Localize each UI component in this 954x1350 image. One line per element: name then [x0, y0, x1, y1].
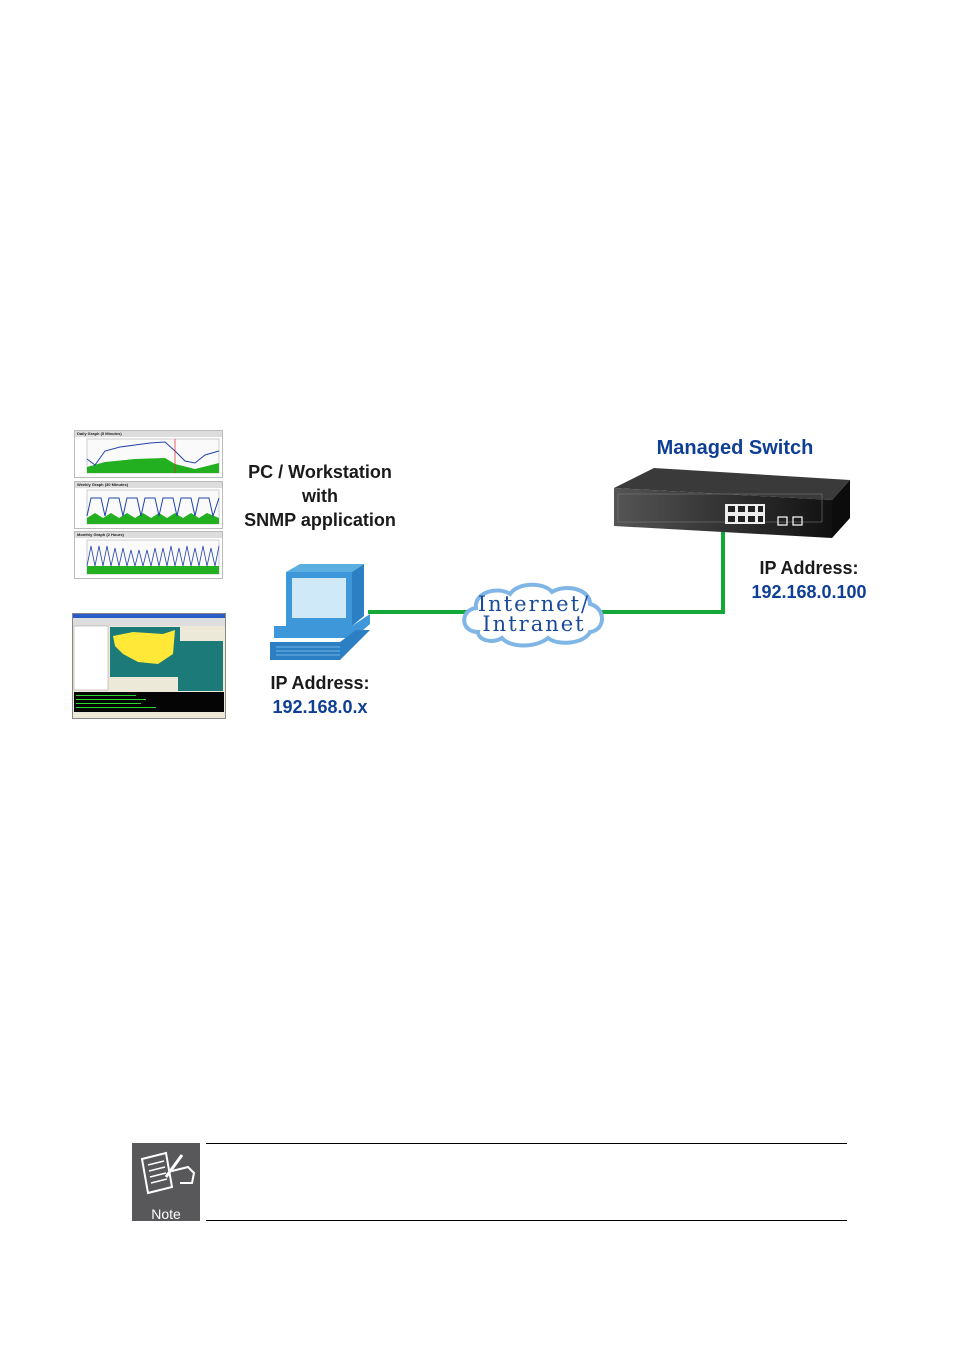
cloud-switch-link — [596, 530, 725, 614]
note-top-rule — [206, 1143, 847, 1144]
note-bottom-rule — [206, 1220, 847, 1221]
cloud-icon — [462, 582, 604, 648]
weekly-graph-thumbnail: Weekly Graph (30 Minutes) — [74, 481, 223, 529]
daily-graph-plot — [86, 438, 220, 474]
pc-ip-block: IP Address: 192.168.0.x — [240, 671, 400, 719]
weekly-graph-plot — [86, 489, 220, 525]
pc-ip-label: IP Address: — [270, 673, 370, 693]
note-pencil-icon — [140, 1151, 196, 1195]
note-label: Note — [151, 1206, 181, 1222]
pc-title-line: with — [302, 486, 338, 506]
cloud-label-line: Intranet — [482, 612, 586, 636]
switch-ip-label: IP Address: — [759, 558, 859, 578]
switch-title: Managed Switch — [656, 437, 814, 459]
cloud-label-line: Internet/ — [477, 592, 591, 616]
cloud-label: Internet/ Intranet — [470, 592, 598, 636]
desktop-computer-icon — [270, 564, 370, 660]
network-switch-icon — [614, 468, 850, 538]
pc-title-line: PC / Workstation — [248, 462, 392, 482]
pc-title: PC / Workstation with SNMP application — [230, 460, 410, 532]
note-badge: Note — [132, 1143, 200, 1222]
pc-ip-value: 192.168.0.x — [272, 697, 368, 717]
monthly-graph-plot — [86, 539, 220, 575]
pc-title-line: SNMP application — [244, 510, 396, 530]
graph-title: Weekly Graph (30 Minutes) — [75, 482, 222, 488]
monthly-graph-thumbnail: Monthly Graph (2 Hours) — [74, 531, 223, 579]
switch-ip-value: 192.168.0.100 — [751, 582, 867, 602]
daily-graph-thumbnail: Daily Graph (5 Minutes) — [74, 430, 223, 478]
graph-title: Daily Graph (5 Minutes) — [75, 431, 222, 437]
nms-software-thumbnail — [72, 613, 226, 719]
graph-title: Monthly Graph (2 Hours) — [75, 532, 222, 538]
switch-ip-block: IP Address: 192.168.0.100 — [730, 556, 888, 604]
